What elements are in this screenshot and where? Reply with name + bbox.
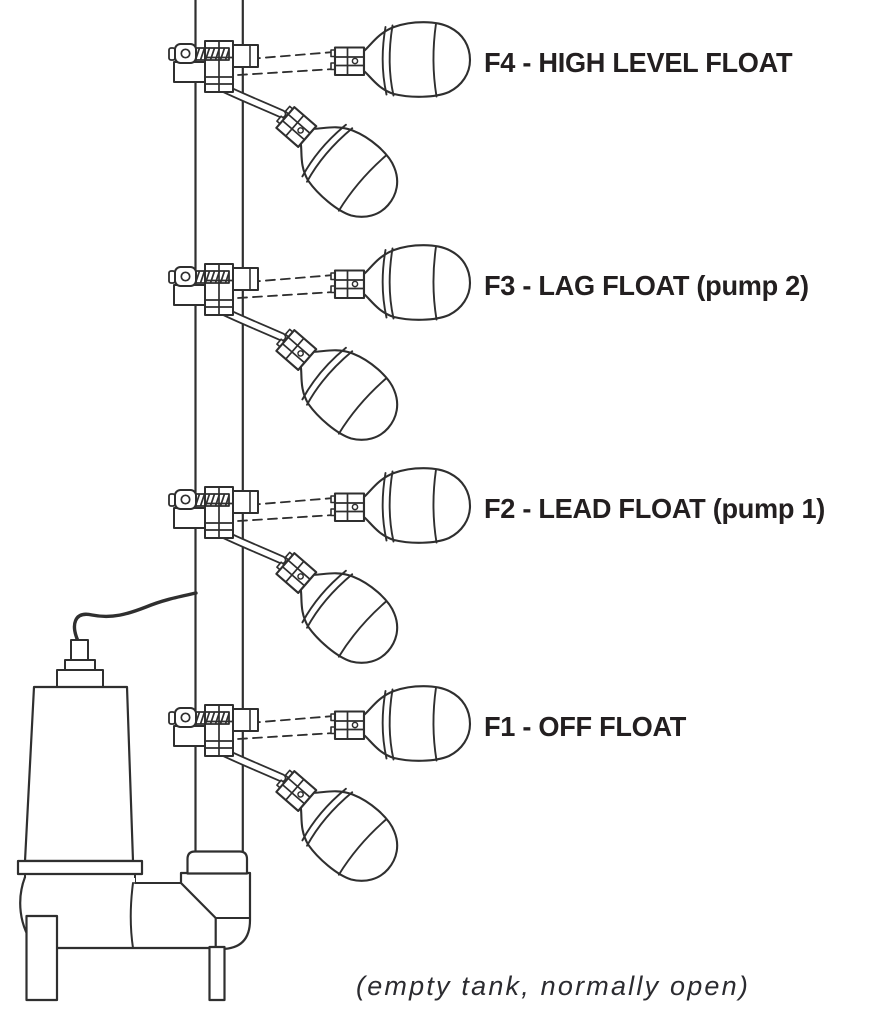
power-cable bbox=[72, 591, 198, 643]
submersible-pump bbox=[16, 591, 218, 950]
pump-volute bbox=[20, 878, 216, 948]
pump-leg-left bbox=[25, 914, 59, 1002]
label-f4-high-level-float: F4 - HIGH LEVEL FLOAT bbox=[484, 47, 793, 78]
pump-motor-body bbox=[23, 685, 135, 863]
float-row-f3 bbox=[169, 245, 470, 456]
float-row-f4 bbox=[169, 22, 470, 233]
pump-leg-right bbox=[208, 945, 226, 1002]
float-row-f2 bbox=[169, 468, 470, 679]
pump-legs bbox=[25, 914, 226, 1002]
pump-flange bbox=[16, 859, 144, 876]
pipe-elbow bbox=[179, 850, 252, 951]
pipe-coupling bbox=[186, 850, 249, 875]
diagram-caption: (empty tank, normally open) bbox=[356, 971, 751, 1001]
label-f2-lead-float: F2 - LEAD FLOAT (pump 1) bbox=[484, 493, 826, 524]
label-f3-lag-float: F3 - LAG FLOAT (pump 2) bbox=[484, 270, 809, 301]
label-f1-off-float: F1 - OFF FLOAT bbox=[484, 711, 687, 742]
